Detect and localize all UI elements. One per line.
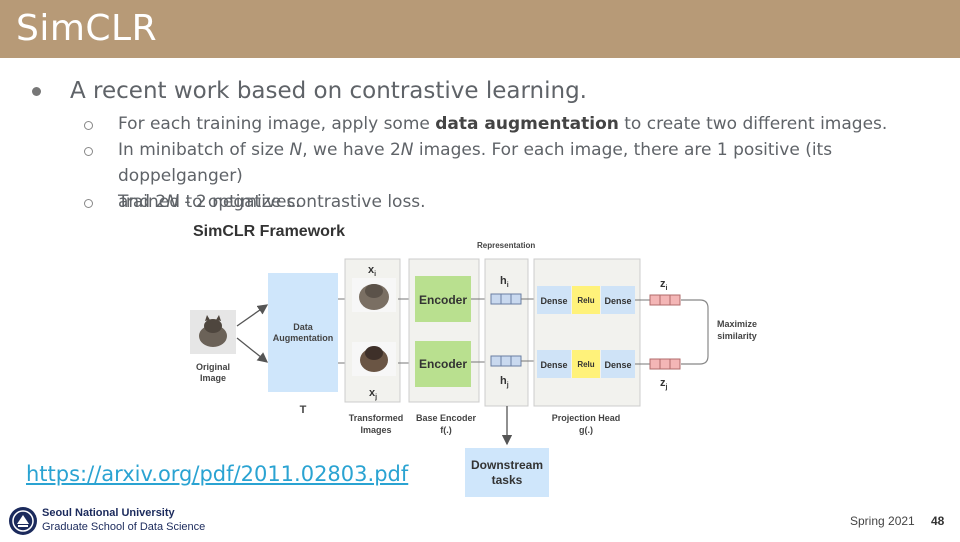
augmented-cat-image-2: [352, 342, 396, 376]
original-cat-image: [190, 310, 236, 354]
hj-label: hj: [500, 375, 509, 389]
hi-label: hi: [500, 275, 509, 289]
arrow: [236, 304, 269, 327]
page-number: 48: [931, 514, 945, 528]
relu-label: Relu: [577, 296, 594, 305]
dense-label: Dense: [604, 360, 631, 370]
bullet-main: A recent work based on contrastive learn…: [70, 78, 587, 104]
transformed-label: Transformed: [349, 413, 404, 423]
dense-label: Dense: [540, 360, 567, 370]
xi-label: xi: [368, 264, 376, 278]
sub-bullet-ring: [84, 147, 93, 156]
dense-block: [601, 350, 635, 378]
sub-bullet-ring: [84, 121, 93, 130]
original-image-label: Original: [196, 362, 230, 372]
original-image-label-2: Image: [200, 373, 226, 383]
projection-head-panel: [533, 258, 641, 407]
representation-panel: [484, 258, 529, 407]
school-name: Graduate School of Data Science: [42, 521, 206, 533]
maximize-label: Maximize: [717, 319, 757, 329]
sub-bullet-2: In minibatch of size N, we have 2N image…: [118, 137, 960, 215]
representation-label: Representation: [477, 241, 535, 250]
diagram-title: SimCLR Framework: [193, 223, 345, 240]
sub-bullet-1-text-b: to create two different images.: [618, 114, 888, 134]
z-vector-i: [649, 294, 681, 306]
dense-block: [537, 350, 571, 378]
sub-bullet-2-text: and 2: [118, 192, 167, 212]
sub-bullet-2-n: N: [289, 140, 303, 160]
sub-bullet-2-n: N: [166, 192, 179, 212]
encoder-label-2: Encoder: [419, 357, 467, 371]
encoder-block-2: [415, 341, 471, 387]
projection-head-fn: g(.): [579, 425, 593, 435]
slide-header: SimCLR: [0, 0, 960, 58]
sub-bullet-2-text: - 2 negatives.: [178, 192, 301, 212]
base-encoder-fn: f(.): [440, 425, 452, 435]
data-augmentation-box: [268, 273, 338, 392]
university-logo-icon: [9, 507, 37, 535]
downstream-tasks-box: [465, 448, 549, 497]
dense-label: Dense: [540, 296, 567, 306]
bullet-dot: [32, 87, 41, 96]
sub-bullet-1-text-a: For each training image, apply some: [118, 114, 436, 134]
zj-label: zj: [660, 377, 668, 391]
transformed-label-2: Images: [360, 425, 391, 435]
paper-link[interactable]: https://arxiv.org/pdf/2011.02803.pdf: [26, 462, 409, 486]
projection-head-label: Projection Head: [552, 413, 621, 423]
base-encoder-label: Base Encoder: [416, 413, 477, 423]
h-vector-j: [490, 355, 522, 367]
relu-block: [572, 286, 600, 314]
sub-bullet-2-text: images. For each image, there are 1 posi…: [118, 140, 833, 186]
sub-bullet-2-text: In minibatch of size: [118, 140, 290, 160]
downstream-label-2: tasks: [492, 473, 523, 487]
slide-title: SimCLR: [16, 8, 158, 49]
augmented-cat-image-1: [352, 278, 396, 312]
augmentation-label: Data: [293, 322, 314, 332]
university-name: Seoul National University: [42, 507, 175, 519]
relu-label: Relu: [577, 360, 594, 369]
semester-label: Spring 2021: [850, 514, 915, 528]
z-vector-j: [649, 358, 681, 370]
dense-block: [601, 286, 635, 314]
dense-label: Dense: [604, 296, 631, 306]
similarity-bracket: [681, 299, 709, 365]
sub-bullet-3: Trained to optimize contrastive loss.: [118, 192, 426, 212]
sub-bullet-1: For each training image, apply some data…: [118, 111, 887, 137]
sub-bullet-1-bold: data augmentation: [435, 114, 619, 134]
dense-block: [537, 286, 571, 314]
zi-label: zi: [660, 278, 668, 292]
sub-bullet-2-n: N: [400, 140, 414, 160]
t-label: T: [300, 404, 307, 416]
encoder-block-1: [415, 276, 471, 322]
sub-bullet-ring: [84, 199, 93, 208]
arrow: [236, 337, 269, 363]
h-vector-i: [490, 293, 522, 305]
encoder-label-1: Encoder: [419, 293, 467, 307]
sub-bullet-2-text: , we have 2: [302, 140, 401, 160]
augmentation-label-2: Augmentation: [273, 333, 334, 343]
xj-label: xj: [369, 387, 377, 401]
similarity-label: similarity: [717, 331, 757, 341]
relu-block: [572, 350, 600, 378]
downstream-label: Downstream: [471, 458, 543, 472]
